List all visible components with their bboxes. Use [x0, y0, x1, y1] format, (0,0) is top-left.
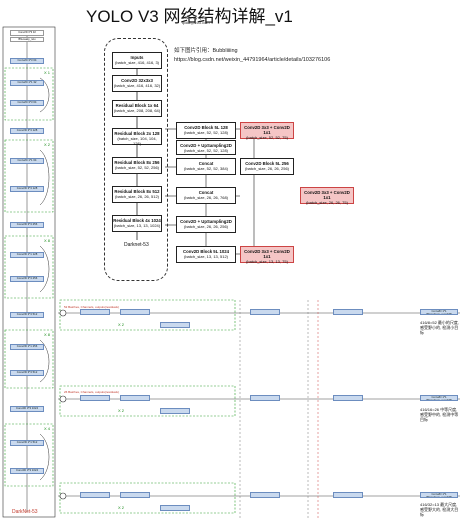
output-conv-block: Conv2D 1*1 75(anchors_num*25)	[420, 395, 458, 401]
darknet-label: Darknet-53	[124, 242, 149, 248]
output-conv-block: Conv2D 1*1 75(anchors_num*25)	[420, 492, 458, 498]
repeat-label: X 2	[118, 505, 125, 510]
flow-block-inputs: Inputs(batch_size, 416, 416, 3)	[112, 52, 162, 69]
mid-block-concat-52: Concat(batch_size, 52, 52, 384)	[176, 158, 236, 175]
right-block	[120, 492, 150, 498]
page-title: YOLO V3 网络结构详解_v1	[86, 7, 293, 26]
author-line: made by Qidiz	[182, 15, 208, 20]
right-block	[160, 505, 190, 511]
source-note-url[interactable]: https://blog.csdn.net/weixin_44791964/ar…	[174, 57, 331, 63]
output-block-52: Conv2D 3x3 + Conv2D 1x1(batch_size, 52, …	[240, 122, 294, 140]
flow-block-res8a: Residual Block 8x 256(batch_size, 52, 52…	[112, 157, 162, 174]
flow-block-conv: Conv2D 32x3x3(batch_size, 416, 416, 32)	[112, 75, 162, 92]
repeat-label: X 2	[118, 322, 125, 327]
right-block	[250, 395, 280, 401]
output-block-13: Conv2D 3x3 + Conv2D 1x1(batch_size, 13, …	[240, 246, 294, 264]
right-block	[120, 395, 150, 401]
scale-comment-13: 416/32=13 最大尺度, 感受野大的, 检测大目标	[420, 502, 459, 517]
repeat-label: X 1	[44, 70, 51, 75]
right-block	[160, 322, 190, 328]
left-block: Conv2D 3*3 512	[10, 312, 44, 318]
left-block: Conv2D 3*3 32	[10, 30, 44, 36]
red-note: 26 Batches, Channels, outputs(residuals)	[64, 390, 119, 394]
mid-block-5l-1024: Conv2D Block 5L 1024(batch_size, 13, 13,…	[176, 246, 236, 263]
repeat-label: X 4	[44, 426, 51, 431]
repeat-label: X 8	[44, 332, 51, 337]
mid-block-concat-26: Concat(batch_size, 26, 26, 768)	[176, 187, 236, 204]
right-block	[333, 395, 363, 401]
right-block	[333, 492, 363, 498]
left-block: Conv2D 1*1 512	[10, 440, 44, 446]
scale-comment-52: 416/8=52 最小的尺度, 感受野小的, 检测小目标	[420, 320, 460, 335]
source-note-title: 如下图片引用：Bubbliiiing	[174, 48, 238, 54]
darknet-container	[104, 38, 168, 281]
left-block: Conv2D 1*1 128	[10, 252, 44, 258]
left-block: Conv2D 1*1 256	[10, 344, 44, 350]
author-email: qidiz@163.com	[182, 20, 210, 25]
left-block: Conv2D 3*3 64	[10, 100, 44, 106]
output-block-26: Conv2D 3x3 + Conv2D 1x1(batch_size, 26, …	[300, 187, 354, 205]
mid-block-upsample-52: Conv2D + UpSampling2D(batch_size, 52, 52…	[176, 140, 236, 155]
left-block: BN+leaky_relu	[10, 37, 44, 42]
right-block	[250, 309, 280, 315]
flow-block-res8b: Residual Block 8x 512(batch_size, 26, 26…	[112, 186, 162, 203]
left-block: Conv2D 1*1 32	[10, 80, 44, 86]
right-block	[80, 492, 110, 498]
left-block: Conv2D 1*1 64	[10, 158, 44, 164]
right-block	[250, 492, 280, 498]
right-block	[80, 395, 110, 401]
left-block: Conv2D 3*3 256	[10, 222, 44, 228]
right-block	[120, 309, 150, 315]
darknet-bottom-label: DarkNet-53	[12, 509, 38, 515]
flow-block-res4: Residual Block 4x 1024(batch_size, 13, 1…	[112, 215, 162, 232]
repeat-label: X 8	[44, 238, 51, 243]
left-block: Conv2D 3*3 1024	[10, 406, 44, 412]
red-note: 52 Batches, Channels, outputs(residuals)	[64, 305, 119, 309]
right-block	[80, 309, 110, 315]
repeat-label: X 2	[44, 142, 51, 147]
left-block: Conv2D 3*3 1024	[10, 468, 44, 474]
flow-block-res2: Residual Block 2x 128(batch_size, 104, 1…	[112, 128, 162, 146]
flow-block-res1: Residual Block 1x 64(batch_size, 208, 20…	[112, 100, 162, 117]
left-block: Conv2D 3*3 64	[10, 58, 44, 64]
left-block: Conv2D 3*3 128	[10, 186, 44, 192]
left-block: Conv2D 3*3 512	[10, 370, 44, 376]
left-block: Conv2D 3*3 256	[10, 276, 44, 282]
left-block: Conv2D 3*3 128	[10, 128, 44, 134]
output-conv-block: Conv2D 1*1 75(anchors_num*25)	[420, 309, 458, 315]
right-block	[333, 309, 363, 315]
mid-block-5l-256: Conv2D Block 5L 256(batch_size, 26, 26, …	[240, 158, 294, 175]
repeat-label: X 2	[118, 408, 125, 413]
right-block	[160, 408, 190, 414]
mid-block-upsample-26: Conv2D + UpSampling2D(batch_size, 26, 26…	[176, 216, 236, 233]
mid-block-5l-128: Conv2D Block 5L 128(batch_size, 52, 52, …	[176, 122, 236, 139]
source-note: 如下图片引用：Bubbliiiing https://blog.csdn.net…	[174, 47, 330, 65]
scale-comment-26: 416/16=26 中等尺度, 感受野中的, 检测中等目标	[420, 407, 459, 422]
